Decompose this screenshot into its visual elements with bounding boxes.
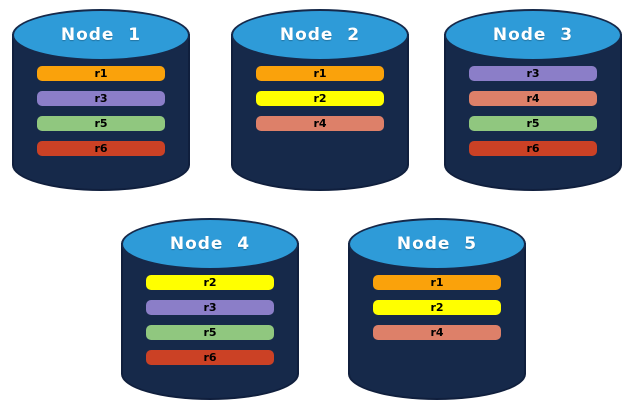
replica-list: r1 r2 r4 <box>348 275 526 340</box>
replica-label: r4 <box>313 117 327 130</box>
replica-label: r1 <box>430 276 444 289</box>
replica-list: r1 r3 r5 r6 <box>12 66 190 156</box>
replica-label: r4 <box>526 92 540 105</box>
replica-bar-r1: r1 <box>37 66 165 81</box>
node-title: Node 5 <box>396 234 478 254</box>
replica-bar-r1: r1 <box>256 66 384 81</box>
replica-label: r4 <box>430 326 444 339</box>
replica-bar-r3: r3 <box>146 300 274 315</box>
database-cylinder-top: Node 2 <box>231 9 409 61</box>
db-node-1: Node 1 r1 r3 r5 r6 <box>12 9 190 191</box>
replica-label: r2 <box>313 92 327 105</box>
database-cylinder-top: Node 3 <box>444 9 622 61</box>
database-cylinder-top: Node 5 <box>348 218 526 270</box>
replica-label: r1 <box>94 67 108 80</box>
db-node-2: Node 2 r1 r2 r4 <box>231 9 409 191</box>
replica-label: r2 <box>430 301 444 314</box>
replica-bar-r6: r6 <box>469 141 597 156</box>
replica-label: r5 <box>94 117 108 130</box>
replica-label: r6 <box>203 351 217 364</box>
replica-label: r5 <box>526 117 540 130</box>
replica-list: r3 r4 r5 r6 <box>444 66 622 156</box>
replica-label: r3 <box>526 67 540 80</box>
replica-bar-r4: r4 <box>256 116 384 131</box>
replica-bar-r4: r4 <box>469 91 597 106</box>
replica-bar-r3: r3 <box>37 91 165 106</box>
replica-bar-r5: r5 <box>37 116 165 131</box>
replica-bar-r6: r6 <box>146 350 274 365</box>
replica-bar-r2: r2 <box>373 300 501 315</box>
replica-label: r2 <box>203 276 217 289</box>
database-cylinder-top: Node 4 <box>121 218 299 270</box>
replica-bar-r5: r5 <box>146 325 274 340</box>
replica-label: r6 <box>526 142 540 155</box>
db-node-4: Node 4 r2 r3 r5 r6 <box>121 218 299 400</box>
replica-label: r6 <box>94 142 108 155</box>
replica-label: r5 <box>203 326 217 339</box>
replica-label: r3 <box>94 92 108 105</box>
database-cylinder-top: Node 1 <box>12 9 190 61</box>
replica-bar-r4: r4 <box>373 325 501 340</box>
db-node-3: Node 3 r3 r4 r5 r6 <box>444 9 622 191</box>
replica-bar-r2: r2 <box>256 91 384 106</box>
replica-list: r2 r3 r5 r6 <box>121 275 299 365</box>
replica-bar-r6: r6 <box>37 141 165 156</box>
replica-label: r1 <box>313 67 327 80</box>
db-node-5: Node 5 r1 r2 r4 <box>348 218 526 400</box>
node-title: Node 3 <box>492 25 574 45</box>
replica-bar-r2: r2 <box>146 275 274 290</box>
replica-bar-r3: r3 <box>469 66 597 81</box>
replica-label: r3 <box>203 301 217 314</box>
replica-bar-r5: r5 <box>469 116 597 131</box>
node-title: Node 2 <box>279 25 361 45</box>
node-title: Node 1 <box>60 25 142 45</box>
node-title: Node 4 <box>169 234 251 254</box>
replica-list: r1 r2 r4 <box>231 66 409 131</box>
replica-bar-r1: r1 <box>373 275 501 290</box>
